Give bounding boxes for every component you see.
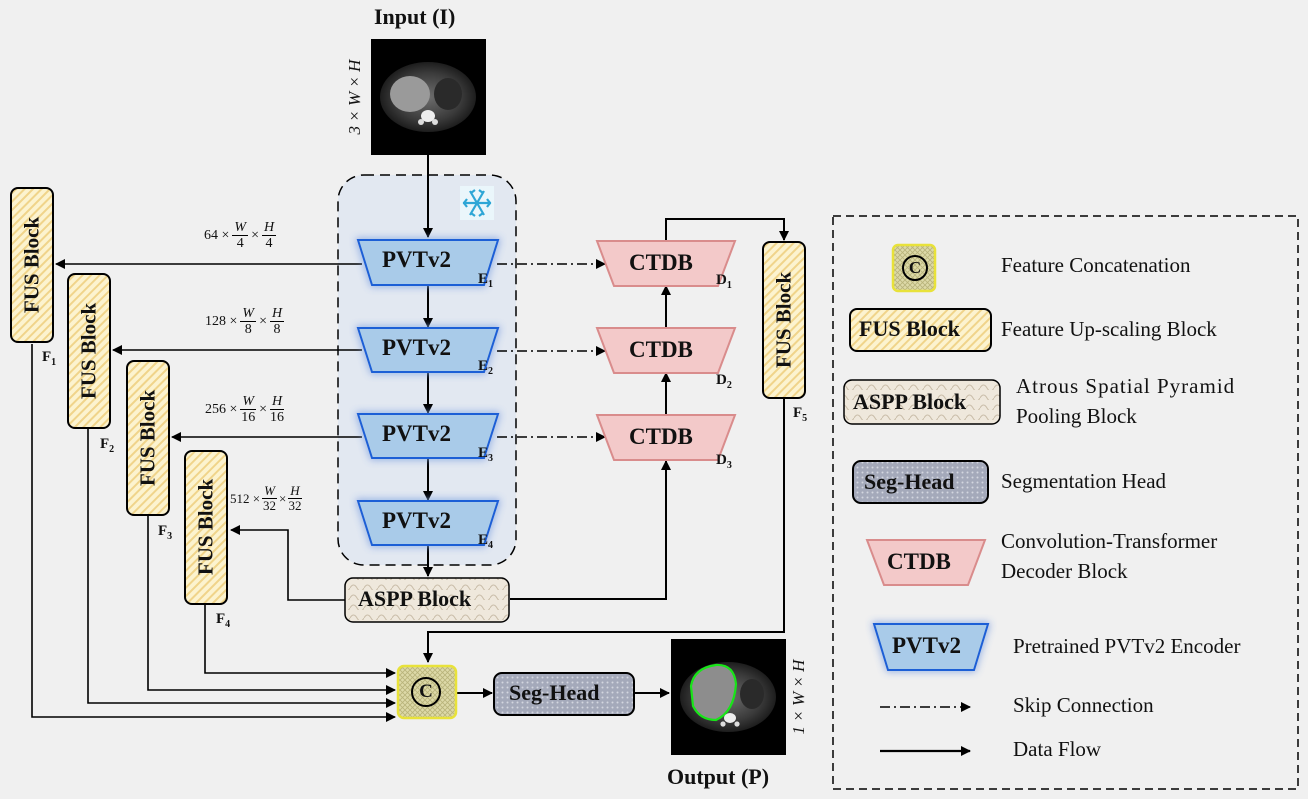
legend-seg-icon: [852, 460, 989, 504]
legend-aspp-icon-label: ASPP Block: [853, 389, 967, 414]
skip-connection-arrows: [497, 259, 606, 442]
decoder-tag-2: D2: [716, 372, 732, 391]
legend-concat-text: Feature Concatenation: [1001, 253, 1191, 277]
fus-block-2-shape: [67, 273, 111, 429]
legend-seg-text: Segmentation Head: [1001, 469, 1167, 493]
decoder-block-1: [595, 240, 737, 287]
encoder-label-3: PVTv2: [382, 421, 451, 446]
decoder-label-3: CTDB: [629, 424, 693, 449]
output-ct-image: [671, 639, 786, 755]
legend-ctdb-icon-label: CTDB: [887, 549, 951, 574]
legend-skip-text: Skip Connection: [1013, 693, 1154, 717]
encoder-label-2: PVTv2: [382, 335, 451, 360]
input-dim-label: 3 × W × H: [345, 59, 364, 135]
fus-tag-5: F5: [793, 405, 808, 424]
encoder-tag-4: E4: [478, 532, 494, 551]
decoder-block-3: [595, 414, 737, 461]
legend-flow-text: Data Flow: [1013, 737, 1102, 761]
fus-block-2-label: FUS Block: [76, 302, 101, 400]
fus-tag-4: F4: [216, 611, 231, 630]
legend-aspp-icon: [843, 379, 1001, 425]
fus-output-arrows: [31, 344, 396, 722]
legend-ctdb-text-2: Decoder Block: [1001, 559, 1128, 583]
aspp-block-label: ASPP Block: [358, 586, 472, 611]
fus-block-5-label: FUS Block: [771, 271, 796, 369]
fus-block-1-label: FUS Block: [19, 216, 44, 314]
fus-block-3-shape: [126, 360, 170, 516]
legend-pvt-icon-label: PVTv2: [892, 633, 961, 658]
encoder-tag-1: E1: [478, 271, 494, 290]
fus-tag-1: F1: [42, 349, 57, 368]
legend-ctdb-icon: [865, 539, 987, 586]
legend-fus-icon-label: FUS Block: [859, 316, 960, 341]
fus-input-arrows: [55, 259, 362, 601]
encoder-label-4: PVTv2: [382, 508, 451, 533]
decoder-tag-3: D3: [716, 452, 732, 471]
decoder-tag-1: D1: [716, 272, 732, 291]
legend-pvt-icon: [872, 623, 990, 671]
legend-pvt-text: Pretrained PVTv2 Encoder: [1013, 634, 1241, 658]
encoder-block-2: [356, 327, 500, 373]
legend-concat-symbol: C: [902, 255, 928, 281]
seg-head-shape: [493, 672, 635, 716]
legend-seg-icon-label: Seg-Head: [864, 469, 955, 494]
legend-fus-icon: [849, 308, 992, 352]
encoder-label-1: PVTv2: [382, 247, 451, 272]
encoder-tag-2: E2: [478, 358, 494, 377]
fus-block-4-label: FUS Block: [193, 478, 218, 576]
fus-block-1-shape: [10, 187, 54, 343]
legend-ctdb-text-1: Convolution-Transformer: [1001, 529, 1218, 553]
encoder-tag-3: E3: [478, 445, 494, 464]
snowflake-icon: [460, 186, 494, 220]
input-ct-image: [371, 39, 486, 155]
input-title: Input (I): [374, 4, 456, 29]
legend-aspp-text-1: Atrous Spatial Pyramid: [1016, 374, 1236, 398]
decoder-block-2: [595, 327, 737, 374]
decoder-label-2: CTDB: [629, 337, 693, 362]
fus-tag-2: F2: [100, 436, 115, 455]
seg-head-label: Seg-Head: [509, 680, 600, 705]
concat-symbol: C: [411, 677, 441, 707]
fus-tag-3: F3: [158, 523, 173, 542]
fus-block-5-shape: [762, 241, 806, 399]
encoder-block-1: [356, 239, 500, 286]
legend-aspp-text-2: Pooling Block: [1016, 404, 1137, 428]
output-title: Output (P): [667, 764, 770, 789]
encoder-block-4: [356, 500, 500, 546]
legend-fus-text: Feature Up-scaling Block: [1001, 317, 1217, 341]
decoder-flow-arrows: [423, 218, 789, 663]
fus-block-4-shape: [184, 450, 228, 605]
output-dim-label: 1 × W × H: [789, 659, 808, 735]
encoder-block-3: [356, 413, 500, 459]
fus-block-3-label: FUS Block: [135, 389, 160, 487]
aspp-block-shape: [344, 577, 510, 623]
decoder-label-1: CTDB: [629, 250, 693, 275]
